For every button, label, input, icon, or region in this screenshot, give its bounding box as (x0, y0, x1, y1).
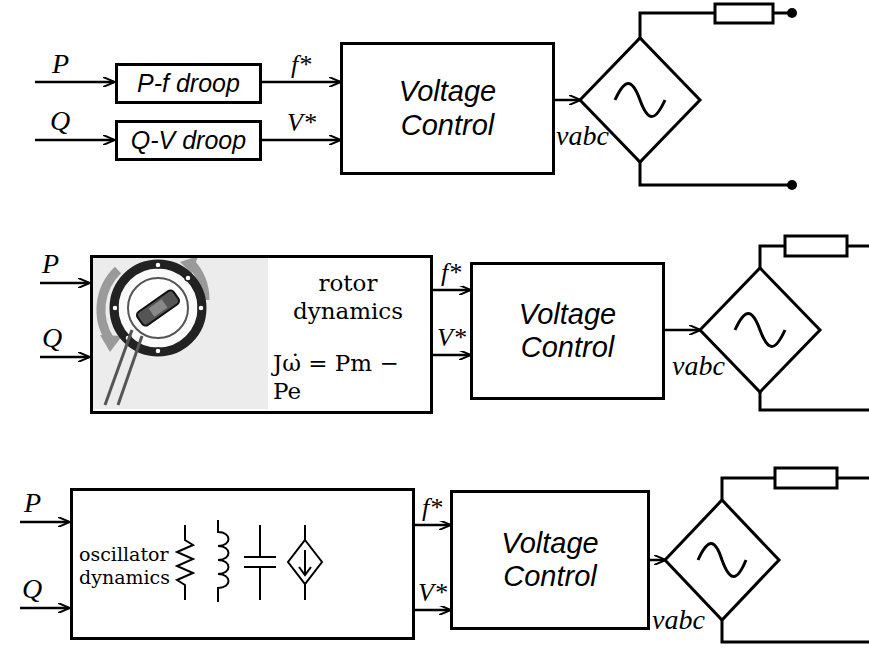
block-label: Voltage Control (373, 75, 523, 142)
oscillator-dynamics-block: oscillator dynamics (70, 488, 415, 640)
signal-name: V* (285, 110, 318, 136)
signal-name: P (24, 489, 41, 517)
voltage-control-block: Voltage Control (340, 42, 555, 175)
signal-name: vabc (672, 352, 725, 380)
block-label: Jω̇ = Pm − Pe (273, 350, 423, 405)
block-label: Q-V droop (131, 126, 246, 155)
signal-arrow (262, 139, 340, 142)
block-label: oscillator dynamics (79, 543, 175, 589)
signal-name: f* (420, 495, 444, 521)
signal-arrow (415, 609, 450, 612)
voltage-control-block: Voltage Control (450, 490, 650, 630)
signal-name: V* (416, 580, 449, 606)
signal-name: P (42, 250, 59, 278)
signal-arrow (415, 524, 450, 527)
droop-block: P-f droop (115, 63, 262, 104)
signal-name: f* (289, 52, 313, 78)
signal-name: f* (439, 260, 463, 286)
block-label: P-f droop (137, 69, 240, 98)
signal-name: vabc (652, 606, 705, 634)
signal-name: Q (50, 107, 70, 135)
block-label: Voltage Control (493, 298, 643, 365)
signal-name: V* (435, 325, 468, 351)
signal-name: vabc (556, 122, 609, 150)
rotor-dynamics-block: rotor dynamicsJω̇ = Pm − Pe (90, 255, 433, 414)
block-label: Voltage Control (475, 527, 625, 594)
block-label: rotor dynamics (278, 270, 418, 325)
signal-arrow (433, 289, 470, 292)
oscillator-symbols (177, 520, 322, 602)
signal-name: Q (42, 324, 62, 352)
signal-arrow (433, 354, 470, 357)
signal-arrow (262, 81, 340, 84)
signal-name: Q (22, 575, 42, 603)
voltage-control-block: Voltage Control (470, 262, 665, 400)
rotor-illustration (93, 256, 268, 409)
signal-name: P (52, 50, 69, 78)
droop-block: Q-V droop (115, 120, 262, 161)
